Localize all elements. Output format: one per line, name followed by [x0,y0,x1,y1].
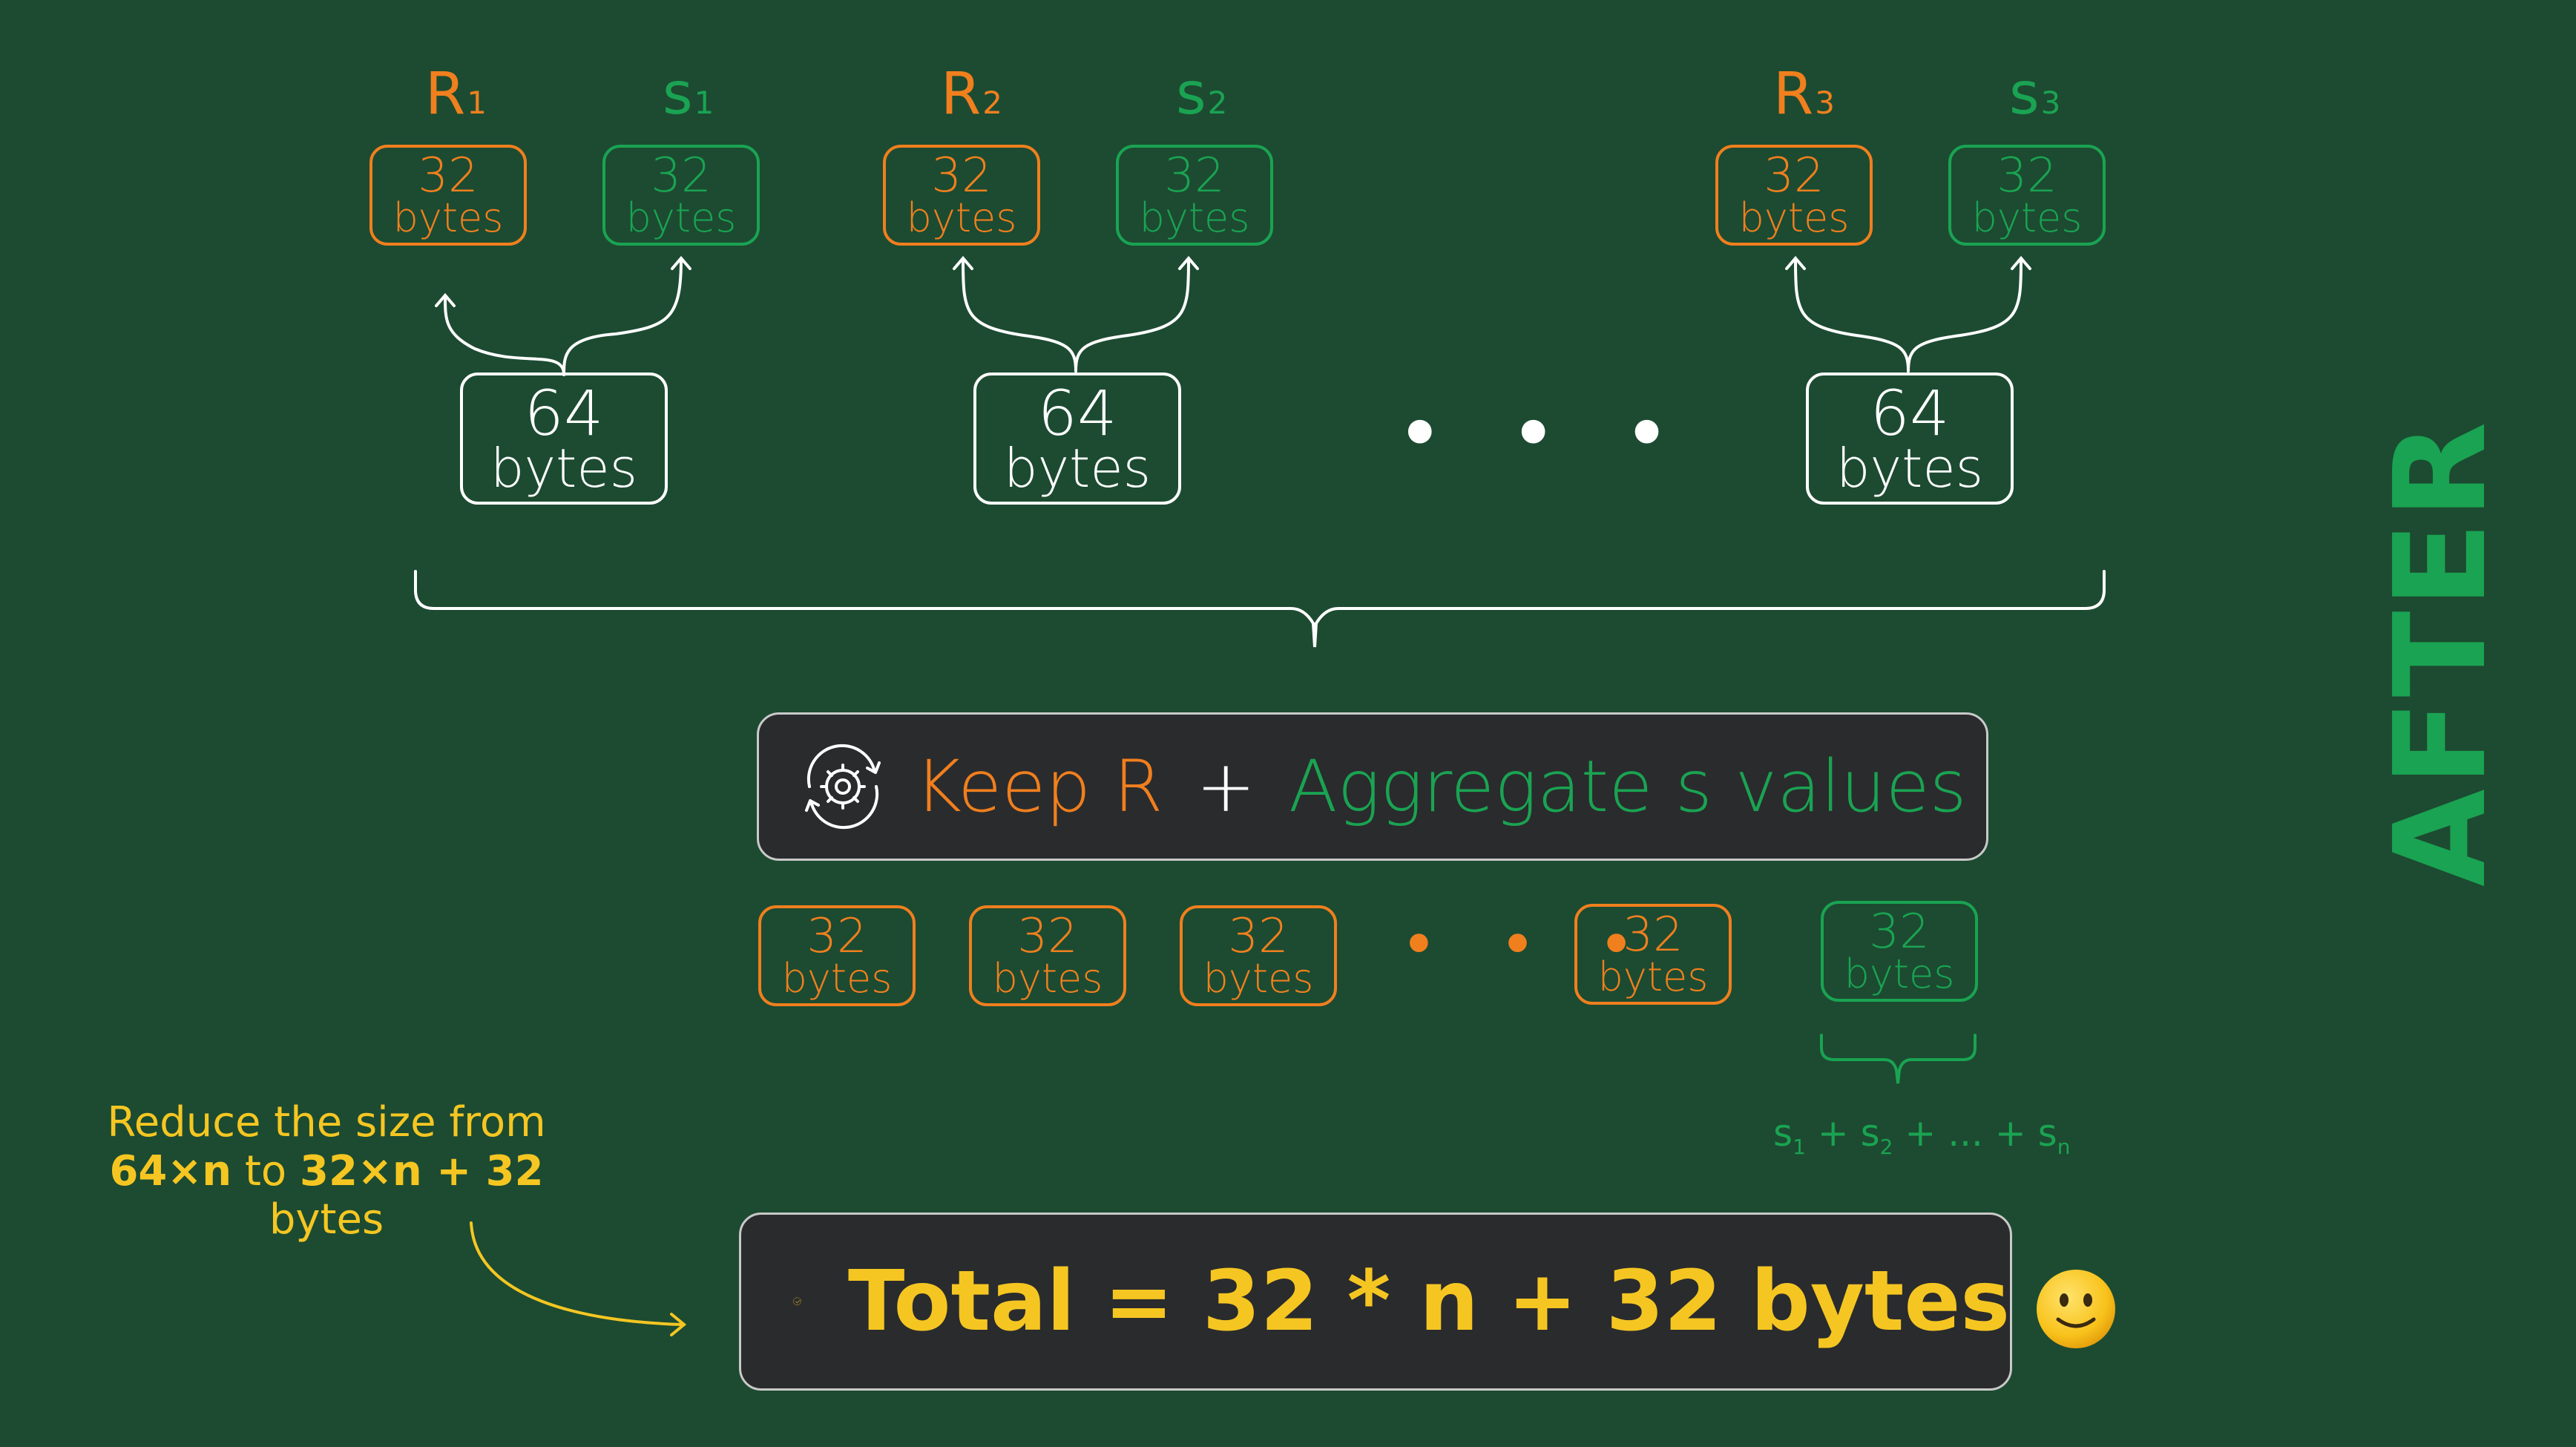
label-r3: R3 [1773,61,1835,128]
keep-aggregate-panel: Keep R + Aggregate s values [757,712,1988,861]
arrow-to-s2 [1074,258,1190,373]
plus-sign: + [1195,745,1256,828]
arrow-to-s1 [562,258,683,376]
total-panel: Total = 32 * n + 32 bytes [739,1213,2012,1391]
reduction-note: Reduce the size from 64×n to 32×n + 32 b… [107,1098,546,1244]
label-r1: R1 [425,61,487,128]
total-text: Total = 32 * n + 32 bytes [848,1253,2010,1350]
label-s1: s1 [663,61,714,128]
label-s3: s3 [2009,61,2061,128]
after-label: AFTER [2368,419,2514,887]
refresh-gear-icon [805,744,881,830]
check-circle-icon [793,1297,801,1305]
smile-emoji-icon [2037,1270,2115,1348]
s-sum-label: s1 + s2 + ... + sn [1773,1112,2071,1159]
big-brace [414,570,2106,648]
ellipsis-bottom: • • • [1402,914,1657,975]
label-r2: R2 [941,61,1002,128]
arrow-to-s3 [1907,258,2023,373]
arrow-to-r2 [962,258,1077,373]
ellipsis-top: • • • [1399,395,1692,473]
aggregate-text: Aggregate s values [1288,745,1967,828]
label-s2: s2 [1176,61,1228,128]
note-arrow [470,1221,684,1326]
arrow-to-r3 [1794,258,1910,373]
arrow-to-r1 [444,295,565,376]
sum-brace [1820,1034,1977,1084]
keep-r-text: Keep R [915,745,1163,828]
